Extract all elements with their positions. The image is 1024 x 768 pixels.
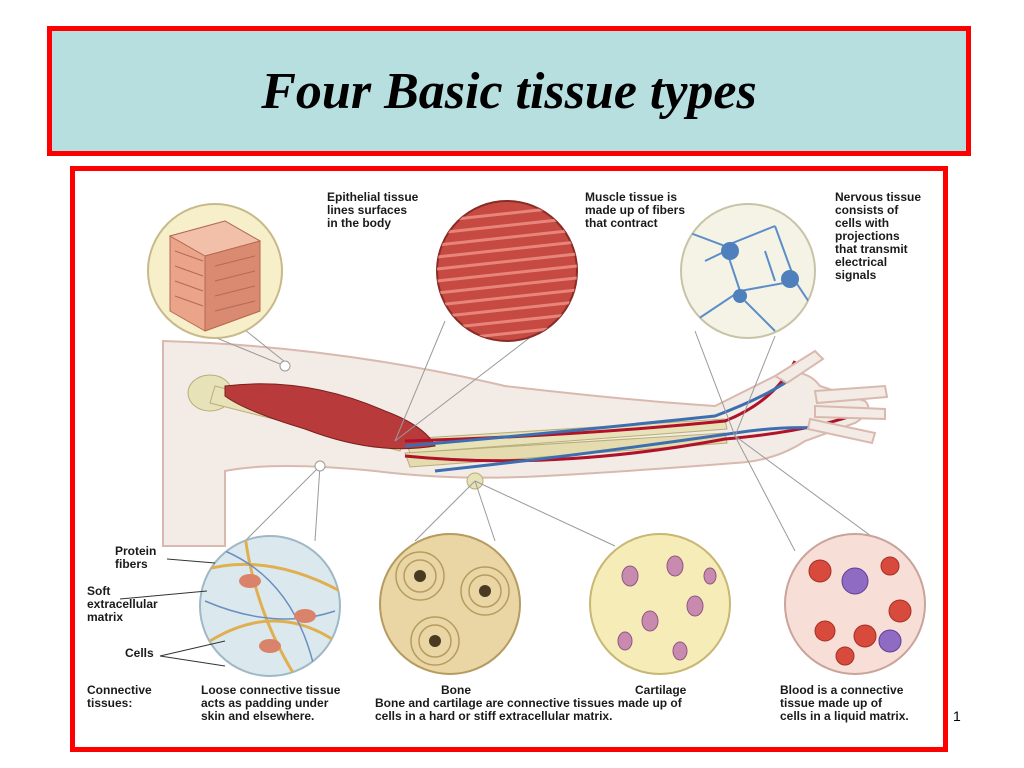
muscle-label: Muscle tissue is made up of fibers that …: [585, 190, 686, 230]
hand-fingers: [773, 349, 889, 445]
soft-matrix-label: Soft extracellular matrix: [87, 584, 158, 624]
page-number: 1: [953, 708, 961, 724]
label-pointers: [119, 558, 226, 667]
cells-label: Cells: [125, 646, 154, 660]
loose-connective-tissue-circle: [199, 535, 341, 677]
connective-tissues-label: Connective tissues:: [87, 683, 152, 710]
leader-lines: [174, 320, 906, 562]
arm-muscle: [224, 383, 436, 450]
cartilage-tissue-circle: [589, 533, 731, 675]
bone-cartilage-caption: Bone and cartilage are connective tissue…: [375, 696, 682, 723]
slide-title: Four Basic tissue types: [261, 62, 757, 120]
title-banner: Four Basic tissue types: [47, 26, 971, 156]
connective-cell: [259, 639, 281, 653]
white-blood-cell: [878, 629, 902, 653]
connective-cell: [294, 609, 316, 623]
bone-tissue-circle: [379, 533, 521, 675]
neuron-cell: [781, 270, 799, 288]
cartilage-label: Cartilage: [635, 683, 687, 697]
connective-cell: [239, 574, 261, 588]
tissue-illustration: [119, 200, 926, 677]
white-blood-cell: [841, 567, 869, 595]
tissue-illustration-frame: Epithelial tissue lines surfaces in the …: [70, 166, 948, 752]
epithelial-tissue-circle: [147, 203, 283, 339]
bone-label: Bone: [441, 683, 471, 697]
blood-tissue-circle: [784, 533, 926, 675]
nervous-tissue-circle: [680, 203, 816, 339]
epithelial-label: Epithelial tissue lines surfaces in the …: [327, 190, 419, 230]
muscle-tissue-circle: [436, 200, 578, 342]
protein-fibers-label: Protein fibers: [115, 544, 157, 571]
blood-caption: Blood is a connective tissue made up of …: [780, 683, 909, 723]
neuron-cell: [721, 242, 739, 260]
loose-connective-caption: Loose connective tissue acts as padding …: [201, 683, 341, 723]
nervous-label: Nervous tissue consists of cells with pr…: [835, 190, 922, 282]
neuron-cell: [733, 289, 747, 303]
